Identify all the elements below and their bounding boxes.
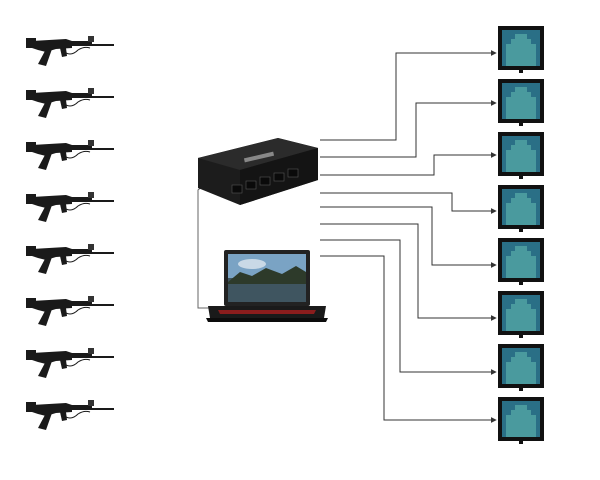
silhouette-target-icon (498, 344, 544, 391)
silhouette-target-icon (498, 291, 544, 338)
wire-to-target-7 (320, 239, 497, 375)
rifle-icon (25, 139, 115, 171)
rifle-icon (25, 191, 115, 223)
network-switch-icon (198, 138, 318, 205)
silhouette-target-icon (498, 79, 544, 126)
rifle-icon (25, 295, 115, 327)
silhouette-target-icon (498, 397, 544, 444)
connection-wires (197, 50, 497, 423)
gun-column (25, 35, 115, 431)
wire-to-target-4 (320, 192, 497, 214)
rifle-icon (25, 35, 115, 67)
wire-to-target-3 (320, 152, 497, 176)
rifle-icon (25, 87, 115, 119)
silhouette-target-icon (498, 185, 544, 232)
wire-to-target-2 (320, 100, 497, 158)
target-column (498, 26, 544, 444)
wire-to-target-8 (320, 255, 497, 423)
wire-to-target-1 (320, 50, 497, 141)
wire-to-target-5 (320, 206, 497, 268)
silhouette-target-icon (498, 26, 544, 73)
rifle-icon (25, 243, 115, 275)
rifle-icon (25, 347, 115, 379)
silhouette-target-icon (498, 132, 544, 179)
laptop-icon (206, 250, 328, 322)
rifle-icon (25, 399, 115, 431)
switch-laptop-cable (197, 184, 210, 309)
wire-to-target-6 (320, 223, 497, 321)
silhouette-target-icon (498, 238, 544, 285)
